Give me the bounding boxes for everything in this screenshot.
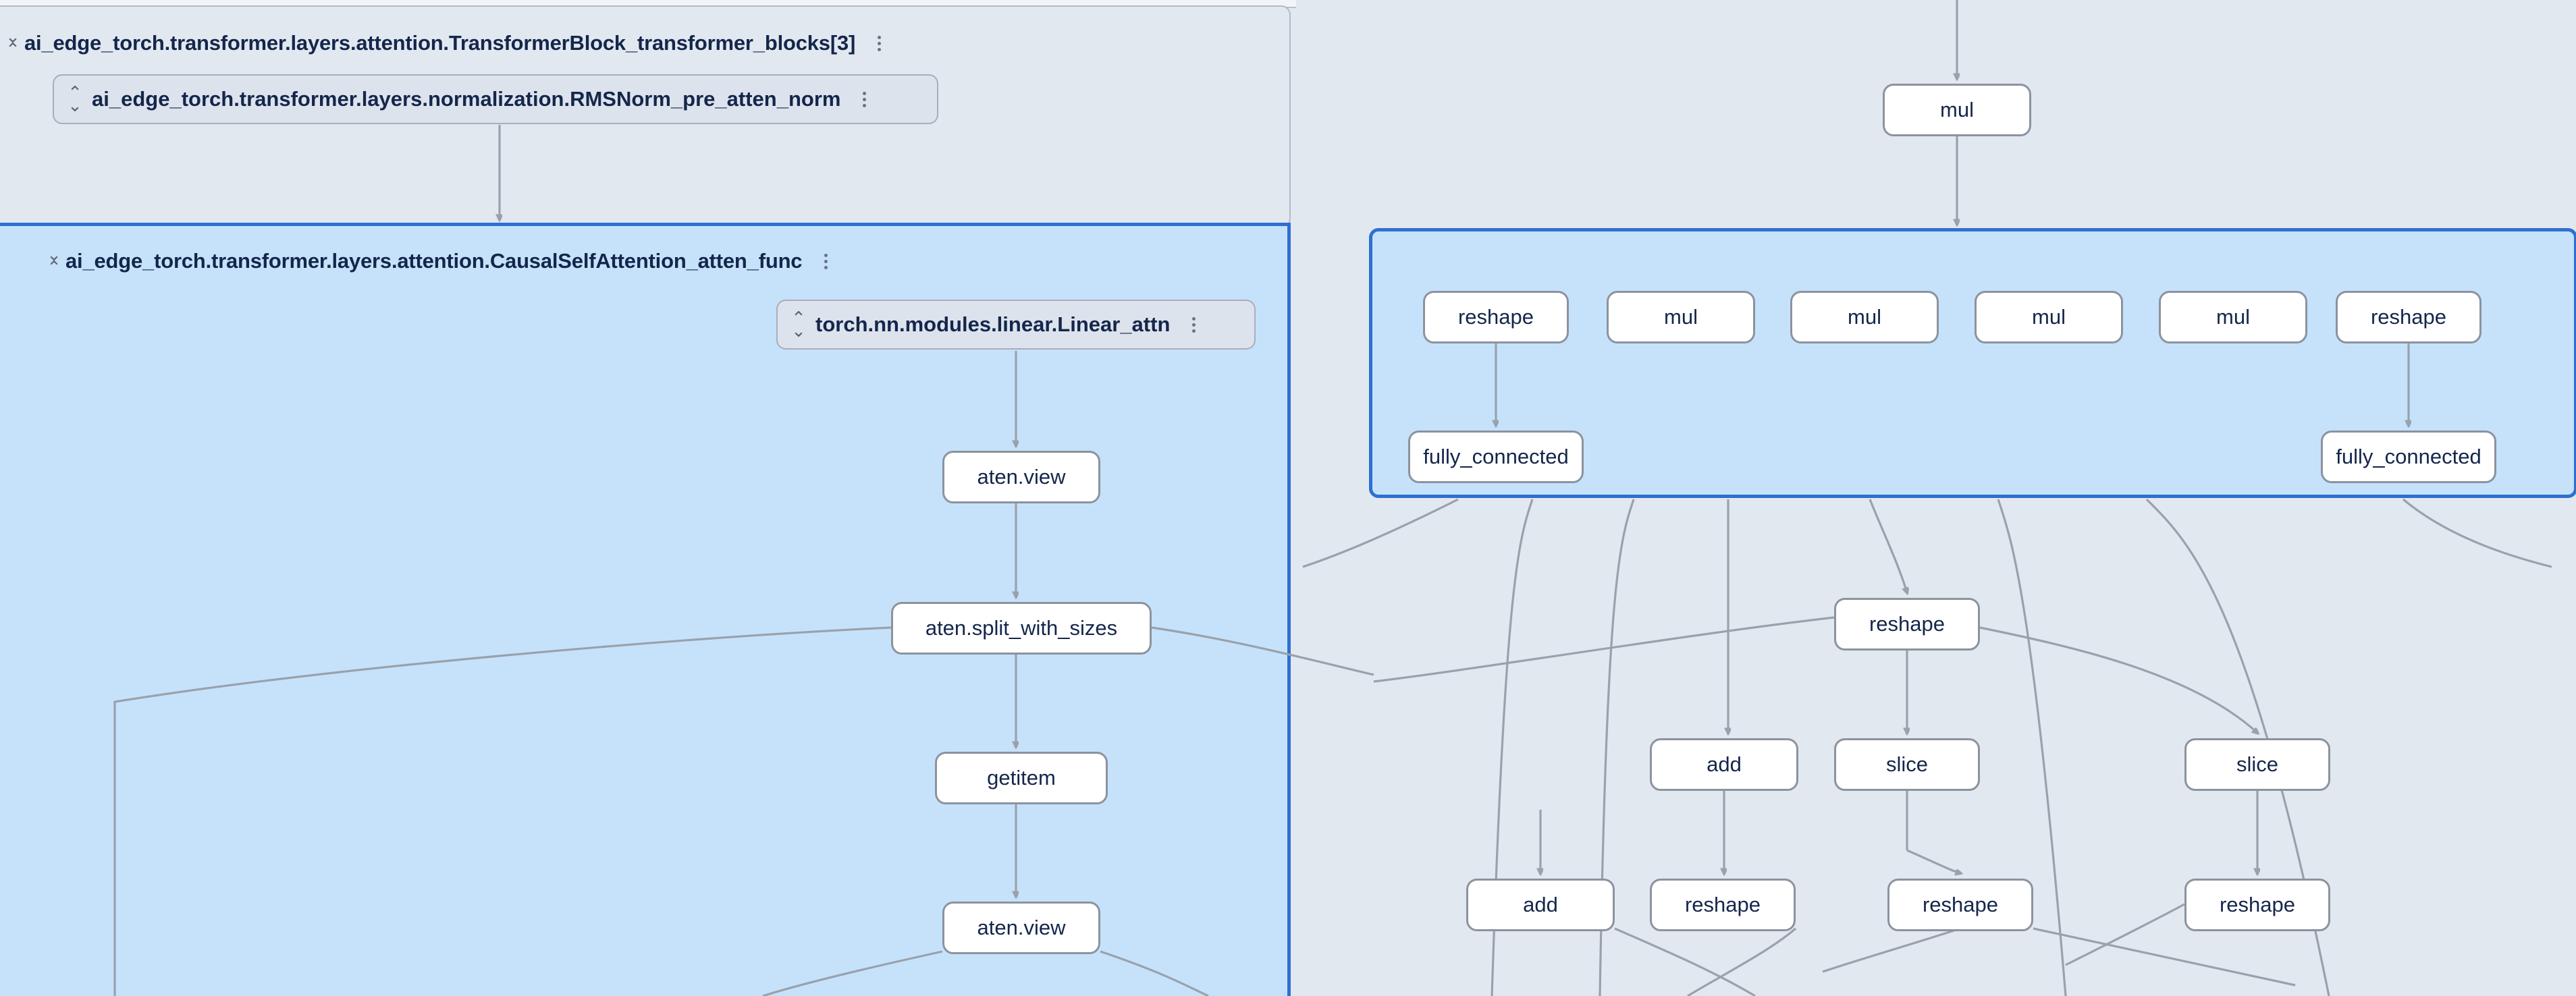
node-mul-2[interactable]: mul <box>1790 291 1939 343</box>
node-label: slice <box>2236 752 2278 776</box>
group-causal-left-header[interactable]: ⌄⌃ ai_edge_torch.transformer.layers.atte… <box>43 237 837 285</box>
node-reshape-a[interactable]: reshape <box>1423 291 1569 343</box>
node-label: mul <box>2032 305 2066 329</box>
node-label: fully_connected <box>2336 445 2481 468</box>
group-transformer-block-header[interactable]: ⌄⌃ ai_edge_torch.transformer.layers.atte… <box>1 19 890 67</box>
node-mul-1[interactable]: mul <box>1607 291 1755 343</box>
node-linear-attn-label: torch.nn.modules.linear.Linear_attn <box>815 312 1171 336</box>
node-label: reshape <box>1684 893 1761 916</box>
node-label: mul <box>1940 98 1974 121</box>
node-reshape-b[interactable]: reshape <box>2336 291 2481 343</box>
node-slice-2[interactable]: slice <box>2184 738 2330 791</box>
expand-collapse-icon[interactable]: ⌃⌄ <box>68 82 82 115</box>
node-add-2[interactable]: add <box>1466 879 1615 931</box>
node-label: reshape <box>1457 305 1534 329</box>
node-mul-4[interactable]: mul <box>2159 291 2307 343</box>
more-options-icon[interactable] <box>814 253 837 269</box>
more-options-icon[interactable] <box>1182 316 1205 333</box>
node-label: mul <box>1664 305 1698 329</box>
node-label: reshape <box>2219 893 2296 916</box>
node-label: aten.view <box>977 465 1066 489</box>
node-reshape-d[interactable]: reshape <box>1650 879 1796 931</box>
node-label: fully_connected <box>1423 445 1569 468</box>
node-add-1[interactable]: add <box>1650 738 1798 791</box>
node-label: reshape <box>2370 305 2447 329</box>
node-fully-connected-2[interactable]: fully_connected <box>2321 431 2496 483</box>
node-label: reshape <box>1869 612 1946 636</box>
more-options-icon[interactable] <box>853 91 876 107</box>
node-label: add <box>1707 752 1742 776</box>
group-causal-left-title: ai_edge_torch.transformer.layers.attenti… <box>65 249 803 273</box>
node-linear-attn[interactable]: ⌃⌄ torch.nn.modules.linear.Linear_attn <box>776 300 1256 350</box>
expand-collapse-icon[interactable]: ⌄⌃ <box>5 26 20 59</box>
node-label: getitem <box>987 766 1056 790</box>
node-reshape-e[interactable]: reshape <box>1887 879 2033 931</box>
node-label: mul <box>1848 305 1881 329</box>
expand-collapse-icon[interactable]: ⌃⌄ <box>791 308 806 341</box>
group-transformer-block-title: ai_edge_torch.transformer.layers.attenti… <box>24 31 856 55</box>
node-label: aten.split_with_sizes <box>925 616 1118 640</box>
node-mul-top[interactable]: mul <box>1883 84 2031 136</box>
node-aten-view[interactable]: aten.view <box>942 451 1100 503</box>
node-slice-1[interactable]: slice <box>1834 738 1980 791</box>
node-reshape-c[interactable]: reshape <box>1834 598 1980 651</box>
node-label: add <box>1523 893 1558 916</box>
node-getitem[interactable]: getitem <box>935 752 1108 804</box>
node-label: aten.view <box>977 916 1066 939</box>
node-aten-view-2[interactable]: aten.view <box>942 902 1100 954</box>
node-fully-connected-1[interactable]: fully_connected <box>1408 431 1584 483</box>
node-label: mul <box>2216 305 2250 329</box>
node-rmsnorm-label: ai_edge_torch.transformer.layers.normali… <box>92 87 841 111</box>
node-label: reshape <box>1922 893 1999 916</box>
node-label: slice <box>1885 752 1928 776</box>
node-aten-split-with-sizes[interactable]: aten.split_with_sizes <box>891 602 1152 655</box>
expand-collapse-icon[interactable]: ⌄⌃ <box>47 244 61 277</box>
node-mul-3[interactable]: mul <box>1975 291 2123 343</box>
more-options-icon[interactable] <box>867 35 890 51</box>
node-rmsnorm-pre-atten-norm[interactable]: ⌃⌄ ai_edge_torch.transformer.layers.norm… <box>53 74 938 124</box>
node-reshape-f[interactable]: reshape <box>2184 879 2330 931</box>
